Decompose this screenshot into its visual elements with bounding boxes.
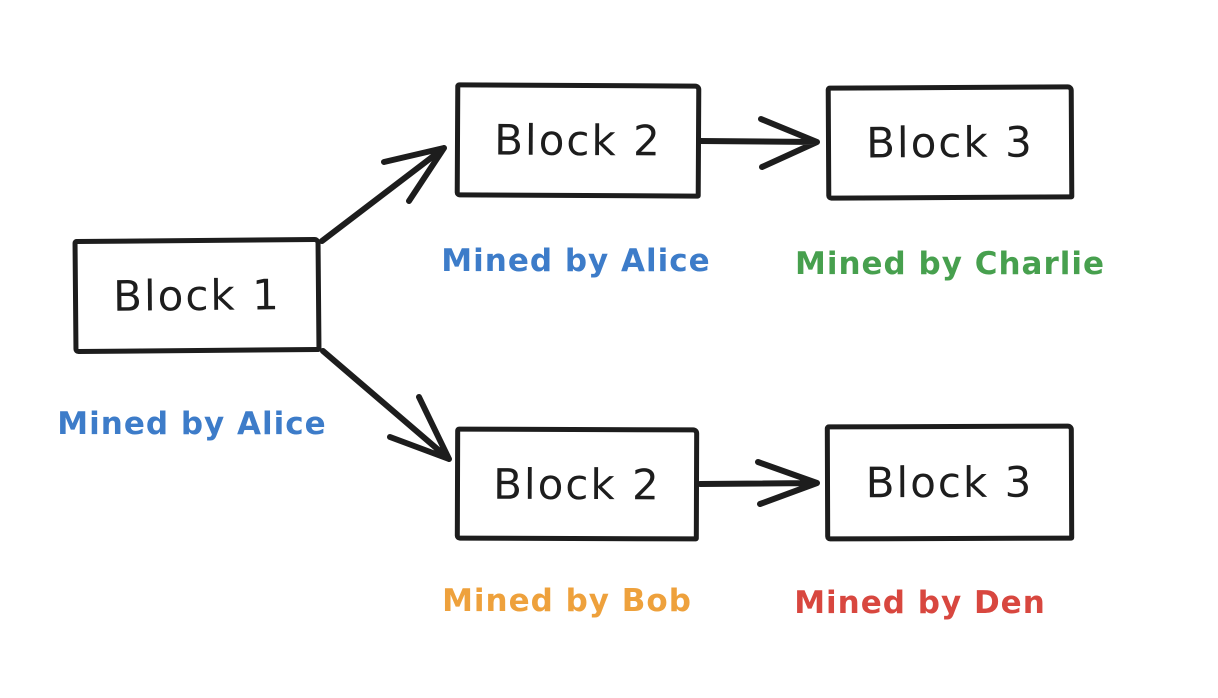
block-node-2-bottom: Block 2 [454,426,700,542]
block-node-3-top-title: Block 3 [866,117,1034,168]
arrow-block2-bottom-to-block3-bottom [697,459,820,507]
block-node-2-top: Block 2 [454,82,702,199]
arrow-block2-top-to-block3-top [697,116,820,170]
block-node-2-bottom-title: Block 2 [493,459,661,509]
miner-label-block2-bottom: Mined by Bob [442,583,692,619]
arrow-block1-to-block2-top [319,145,447,244]
miner-label-block3-bottom: Mined by Den [794,585,1046,621]
block-node-3-bottom-title: Block 3 [865,457,1034,508]
block-node-2-top-title: Block 2 [494,115,662,166]
block-node-3-top: Block 3 [825,84,1075,201]
miner-label-block2-top: Mined by Alice [441,243,711,279]
block-node-3-bottom: Block 3 [824,423,1075,542]
miner-label-block3-top: Mined by Charlie [794,246,1106,282]
block-node-1-title: Block 1 [112,270,282,321]
block-node-1: Block 1 [72,236,322,355]
miner-label-block1: Mined by Alice [57,406,327,442]
arrow-block1-to-block2-bottom [320,348,452,462]
